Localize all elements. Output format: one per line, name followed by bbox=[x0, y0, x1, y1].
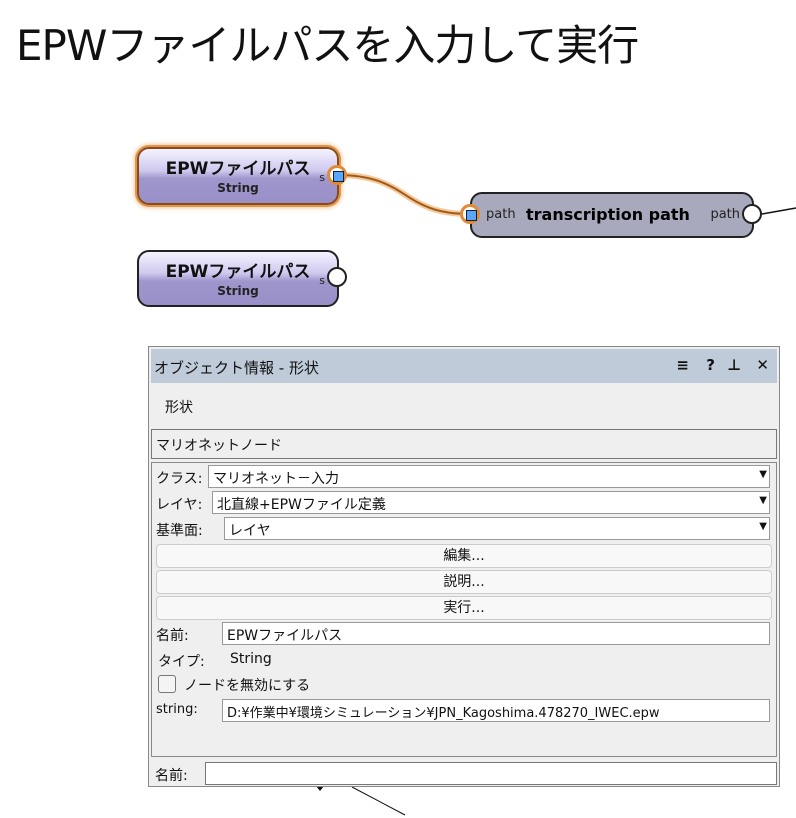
class-row: クラス: マリオネット－入力 ▼ bbox=[152, 465, 770, 488]
palette-header[interactable]: オブジェクト情報 - 形状 ≡ ? ⊥ ✕ bbox=[151, 349, 777, 383]
class-select[interactable]: マリオネット－入力 ▼ bbox=[208, 465, 770, 488]
shape-label: 形状 bbox=[165, 400, 193, 416]
class-value: マリオネット－入力 bbox=[213, 471, 339, 487]
port-label: s bbox=[319, 171, 325, 184]
layer-value: 北直線+EPWファイル定義 bbox=[217, 497, 386, 513]
plane-label: 基準面: bbox=[156, 523, 203, 539]
node-epw-path[interactable]: EPWファイルパス String s bbox=[137, 250, 339, 307]
node-type: String bbox=[217, 181, 259, 195]
dropdown-arrow-icon: ▼ bbox=[759, 495, 767, 506]
plane-select[interactable]: レイヤ ▼ bbox=[224, 517, 770, 540]
port-label: s bbox=[319, 274, 325, 287]
wire-lower bbox=[351, 786, 406, 816]
bottom-name-input[interactable] bbox=[205, 762, 777, 785]
output-port-label: path bbox=[710, 207, 740, 222]
string-input[interactable]: D:¥作業中¥環境シミュレーション¥JPN_Kagoshima.478270_I… bbox=[222, 699, 770, 722]
string-row: string: D:¥作業中¥環境シミュレーション¥JPN_Kagoshima.… bbox=[152, 699, 770, 722]
node-type: String bbox=[217, 284, 259, 298]
arrow-icon bbox=[316, 786, 324, 791]
plane-row: 基準面: レイヤ ▼ bbox=[152, 517, 770, 540]
input-port-label: path bbox=[486, 207, 516, 222]
help-icon[interactable]: ? bbox=[706, 356, 715, 374]
node-transcription-path[interactable]: path transcription path path bbox=[470, 192, 754, 238]
string-label: string: bbox=[156, 702, 198, 717]
object-info-palette: オブジェクト情報 - 形状 ≡ ? ⊥ ✕ 形状 マリオネットノード クラス: … bbox=[148, 346, 780, 787]
dropdown-arrow-icon: ▼ bbox=[759, 521, 767, 532]
palette-title: オブジェクト情報 - 形状 bbox=[154, 359, 319, 377]
node-title: EPWファイルパス bbox=[165, 262, 311, 282]
run-button[interactable]: 実行... bbox=[156, 596, 772, 620]
output-port-connected[interactable] bbox=[327, 165, 347, 185]
edit-button[interactable]: 編集... bbox=[156, 544, 772, 568]
class-label: クラス: bbox=[156, 471, 203, 487]
page-title: EPWファイルパスを入力して実行 bbox=[16, 21, 639, 70]
layer-label: レイヤ: bbox=[156, 497, 203, 513]
node-title: EPWファイルパス bbox=[165, 159, 311, 179]
output-port[interactable] bbox=[327, 267, 347, 287]
section-title: マリオネットノード bbox=[156, 438, 282, 454]
name-row: 名前: EPWファイルパス bbox=[152, 622, 770, 645]
close-icon[interactable]: ✕ bbox=[756, 356, 769, 374]
disable-node-checkbox[interactable] bbox=[158, 675, 176, 693]
wire-out bbox=[761, 207, 796, 215]
plane-value: レイヤ bbox=[229, 523, 271, 539]
layer-row: レイヤ: 北直線+EPWファイル定義 ▼ bbox=[152, 491, 770, 514]
description-button[interactable]: 説明... bbox=[156, 570, 772, 594]
type-label: タイプ: bbox=[158, 654, 205, 670]
input-port-connected[interactable] bbox=[460, 204, 480, 224]
disable-node-label[interactable]: ノードを無効にする bbox=[184, 678, 311, 694]
pin-icon[interactable]: ⊥ bbox=[727, 356, 741, 374]
layer-select[interactable]: 北直線+EPWファイル定義 ▼ bbox=[212, 491, 770, 514]
output-port[interactable] bbox=[742, 204, 762, 224]
type-value: String bbox=[230, 651, 272, 667]
menu-icon[interactable]: ≡ bbox=[676, 356, 689, 374]
section-header: マリオネットノード bbox=[151, 429, 777, 459]
wire-connection bbox=[336, 174, 471, 215]
name-label: 名前: bbox=[156, 628, 189, 644]
fields-frame: クラス: マリオネット－入力 ▼ レイヤ: 北直線+EPWファイル定義 ▼ 基準面:… bbox=[151, 462, 777, 757]
dropdown-arrow-icon: ▼ bbox=[759, 469, 767, 480]
bottom-name-label: 名前: bbox=[155, 768, 188, 784]
node-title: transcription path bbox=[526, 205, 690, 224]
name-input[interactable]: EPWファイルパス bbox=[222, 622, 770, 645]
node-epw-path-selected[interactable]: EPWファイルパス String s bbox=[137, 147, 339, 205]
